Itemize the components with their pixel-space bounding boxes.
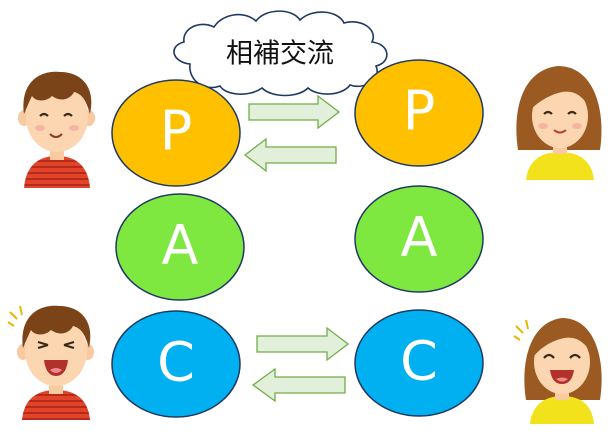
arrow-left-c: [251, 367, 346, 403]
ellipse-shape: [354, 185, 484, 293]
boy-eye: [37, 340, 49, 350]
title-text: 相補交流: [226, 39, 334, 70]
ellipse-shape: [354, 309, 484, 417]
girl-cheek: [572, 123, 582, 129]
boy-smiling-icon: [18, 71, 95, 188]
boy-laughing-icon: [7, 305, 94, 420]
ellipse-right-c: C: [354, 309, 484, 417]
girl-eye: [569, 353, 581, 359]
ellipse-shape: [111, 310, 241, 418]
girl-face: [534, 330, 590, 394]
ellipse-left-c: C: [111, 310, 241, 418]
ellipse-label: C: [157, 331, 195, 394]
ellipse-label: A: [401, 206, 438, 269]
girl-eye: [543, 353, 555, 359]
girl-shirt: [526, 152, 594, 180]
boy-eye: [63, 340, 75, 350]
ellipse-shape: [354, 59, 484, 167]
boy-mouth: [49, 133, 63, 138]
sparkle-mark: [513, 319, 529, 341]
boy-eye: [63, 112, 73, 117]
girl-bangs: [534, 322, 593, 356]
arrow-right-c: [256, 326, 350, 362]
girl-mouth: [553, 129, 567, 134]
cloud-shape: [173, 10, 388, 97]
ellipse-right-a: A: [354, 185, 484, 293]
girl-cheek: [538, 123, 548, 129]
boy-hair: [22, 305, 91, 348]
ellipse-left-p: P: [111, 79, 241, 187]
sparkle-mark: [7, 305, 23, 327]
ellipse-shape: [111, 79, 241, 187]
boy-shirt: [24, 156, 90, 188]
boy-cheek: [35, 125, 45, 131]
arrow-left-p: [243, 137, 337, 173]
ellipse-label: C: [400, 330, 438, 393]
ellipse-label: A: [162, 214, 199, 277]
girl-bangs: [530, 72, 591, 110]
girl-laughing-icon: [513, 318, 602, 424]
girl-eye: [567, 110, 577, 115]
girl-smiling-icon: [516, 66, 602, 180]
girl-eye: [543, 110, 553, 115]
ellipse-shape: [115, 193, 245, 301]
ellipse-label: P: [160, 100, 193, 163]
boy-shirt: [22, 390, 90, 420]
title-cloud: 相補交流: [173, 10, 388, 97]
ellipse-label: P: [403, 80, 436, 143]
girl-mouth: [550, 370, 574, 384]
boy-tongue: [50, 368, 62, 373]
arrow-right-p: [248, 94, 341, 130]
boy-eye: [39, 112, 49, 117]
ellipse-left-a: A: [115, 193, 245, 301]
girl-shirt: [530, 396, 594, 424]
boy-cheek: [69, 125, 79, 131]
ellipse-right-p: P: [354, 59, 484, 167]
boy-hair: [23, 71, 92, 114]
girl-face: [532, 84, 588, 148]
girl-tongue: [556, 377, 568, 382]
